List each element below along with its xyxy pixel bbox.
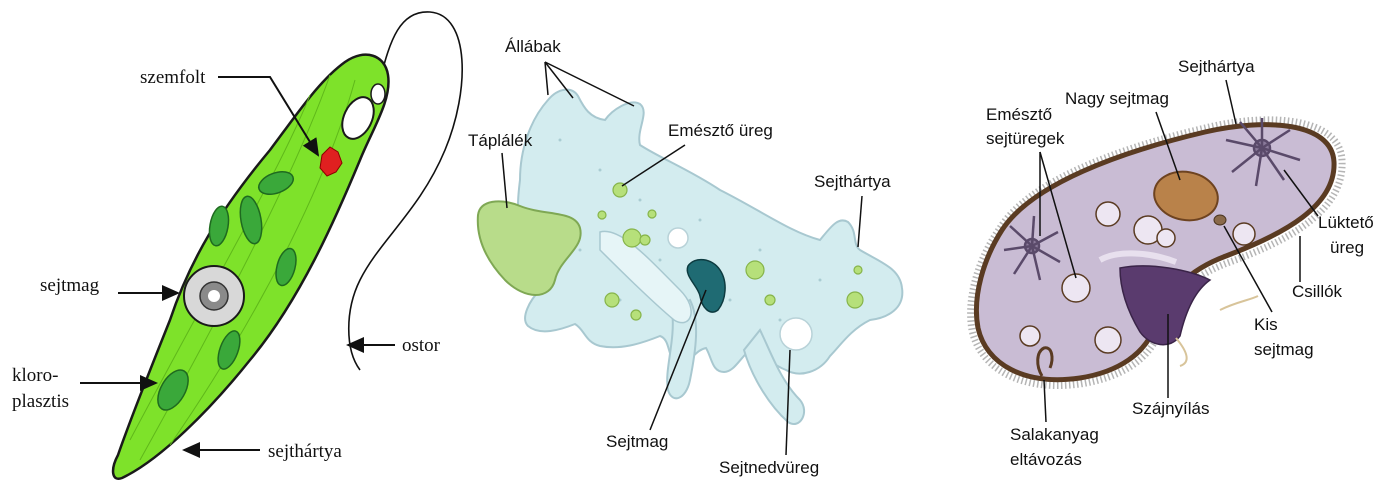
label-kis-1: Kis: [1254, 315, 1278, 334]
label-lukteto-1: Lüktető: [1318, 213, 1374, 232]
amoeba-panel: Állábak Táplálék Emésztő üreg Sejthártya…: [468, 37, 902, 477]
label-taplalek: Táplálék: [468, 131, 533, 150]
label-kis-2: sejtmag: [1254, 340, 1314, 359]
paramecium-panel: Emésztő sejtüregek Nagy sejtmag Sejthárt…: [971, 57, 1374, 469]
paramecium-micronucleus: [1214, 215, 1226, 225]
label-salakanyag-2: eltávozás: [1010, 450, 1082, 469]
label-szemfolt: szemfolt: [140, 67, 206, 88]
label-sejthartya-paramecium: Sejthártya: [1178, 57, 1255, 76]
label-sejtmag-euglena: sejtmag: [40, 275, 100, 296]
label-sejthartya-amoeba: Sejthártya: [814, 172, 891, 191]
euglena-panel: szemfolt sejtmag kloro- plasztis ostor s…: [12, 12, 462, 479]
label-szajnyilas: Szájnyílás: [1132, 399, 1209, 418]
label-salakanyag-1: Salakanyag: [1010, 425, 1099, 444]
label-allabak: Állábak: [505, 37, 561, 56]
label-csillok: Csillók: [1292, 282, 1343, 301]
label-kloroplasztis-2: plasztis: [12, 391, 69, 412]
label-sejthartya-euglena: sejthártya: [268, 441, 342, 462]
label-sejtmag-amoeba: Sejtmag: [606, 432, 668, 451]
label-nagy-sejtmag: Nagy sejtmag: [1065, 89, 1169, 108]
label-ostor: ostor: [402, 335, 441, 356]
label-emeszto-2: sejtüregek: [986, 129, 1065, 148]
label-kloroplasztis-1: kloro-: [12, 365, 58, 386]
label-emeszto-ureg: Emésztő üreg: [668, 121, 773, 140]
label-emeszto-1: Emésztő: [986, 105, 1052, 124]
label-lukteto-2: üreg: [1330, 238, 1364, 257]
amoeba-contractile-vacuole: [780, 318, 812, 350]
label-sejtnedvureg: Sejtnedvüreg: [719, 458, 819, 477]
